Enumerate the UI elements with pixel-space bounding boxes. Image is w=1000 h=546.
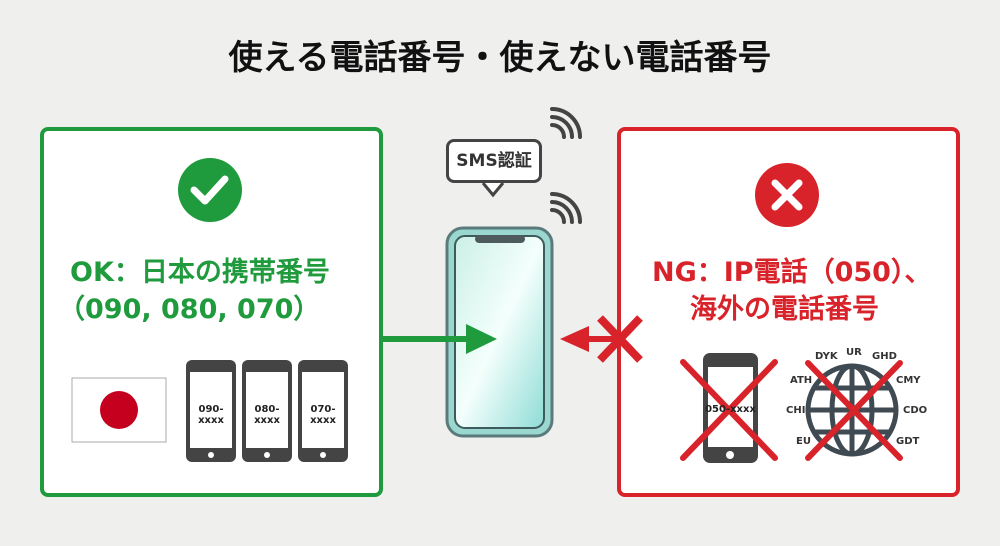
globe-label: EU xyxy=(796,436,811,447)
cross-out-icons xyxy=(680,359,903,461)
globe-label: GHD xyxy=(872,351,897,362)
phone-number-label: 090-xxxx xyxy=(198,404,224,426)
bubble-tail xyxy=(481,182,505,198)
globe-label: DYK xyxy=(815,351,838,362)
ok-arrow-icon xyxy=(382,324,497,354)
ng-subheading: 海外の電話番号 xyxy=(690,294,879,325)
signal-icon xyxy=(550,107,582,224)
globe-label: UR xyxy=(846,347,862,358)
phone-number-label: 080-xxxx xyxy=(254,404,280,426)
x-circle-icon xyxy=(755,163,819,227)
globe-label: CHI xyxy=(786,405,806,416)
ok-heading: OK：日本の携帯番号 xyxy=(70,257,330,288)
globe-label: CDO xyxy=(903,405,928,416)
ok-subheading: （090, 080, 070） xyxy=(58,294,321,325)
page-title: 使える電話番号・使えない電話番号 xyxy=(228,38,772,78)
ng-heading: NG：IP電話（050）、 xyxy=(652,257,932,288)
ng-arrow-icon xyxy=(560,315,643,363)
check-circle-icon xyxy=(178,158,242,222)
phone-number-label: 050-xxxx xyxy=(705,404,756,415)
globe-label: GDT xyxy=(896,436,920,447)
phone-icon xyxy=(445,226,554,438)
sms-auth-bubble: SMS認証 xyxy=(446,139,542,183)
phone-icons xyxy=(186,360,348,462)
japan-flag-icon xyxy=(71,377,167,443)
globe-label: CMY xyxy=(896,375,921,386)
phone-number-label: 070-xxxx xyxy=(310,404,336,426)
globe-label: ATH xyxy=(790,375,813,386)
